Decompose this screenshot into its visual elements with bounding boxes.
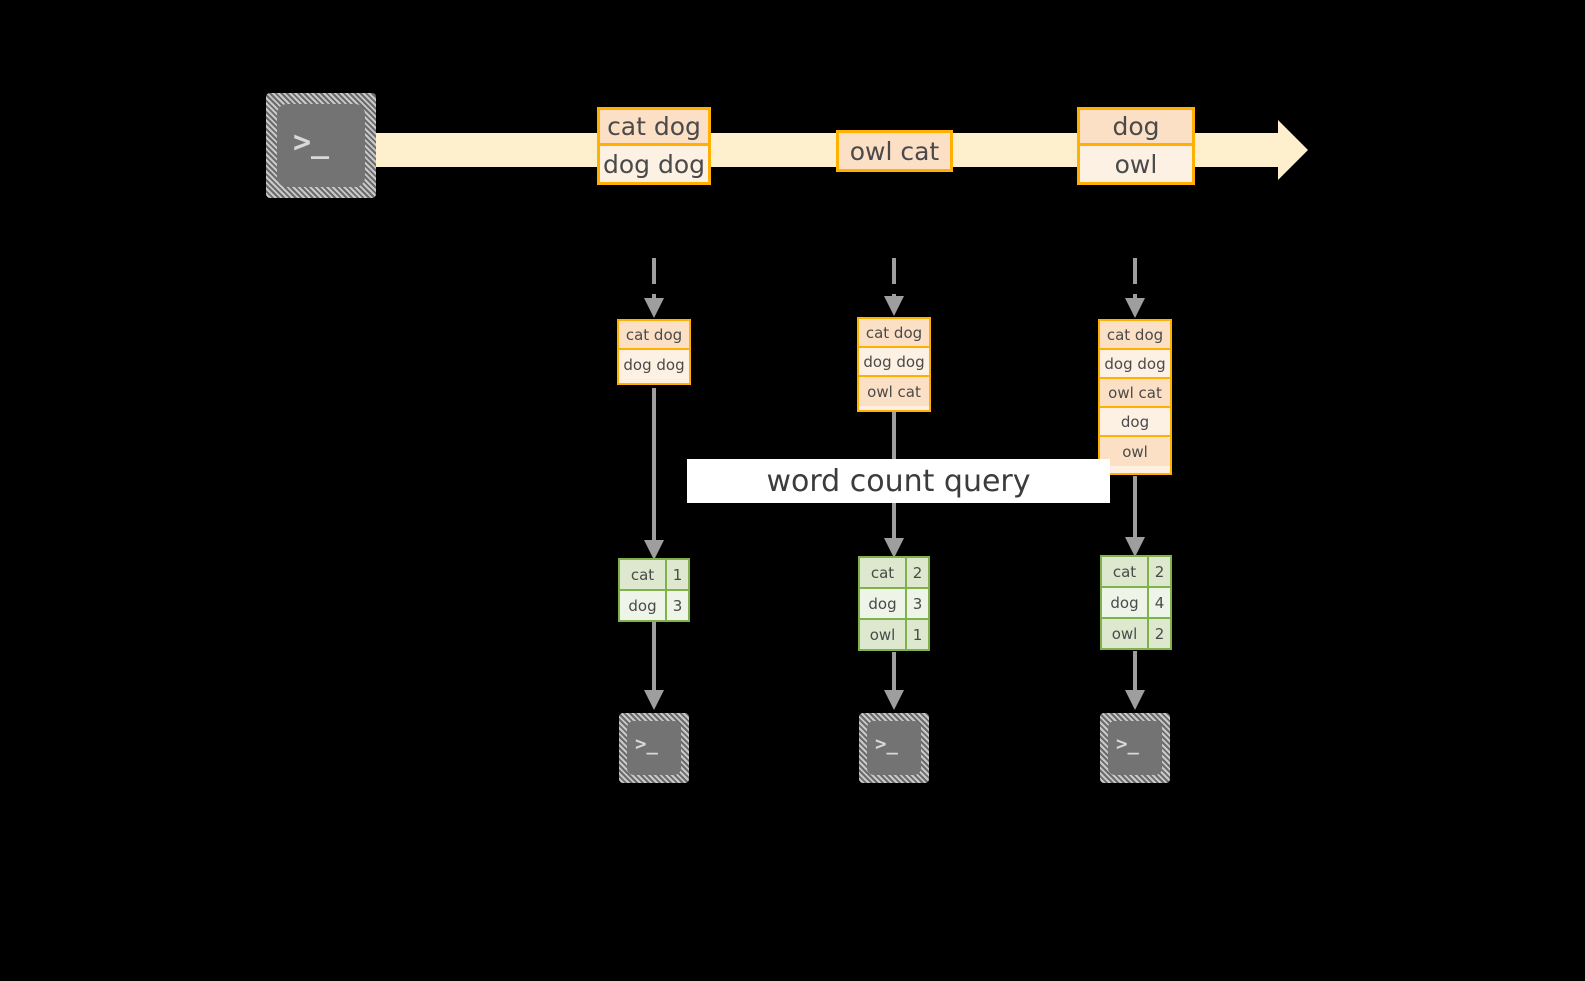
word-count-table-column-3[interactable]: cat 2 dog 4 owl 2 (1100, 555, 1172, 650)
accumulated-record: cat dog (1100, 321, 1170, 350)
terminal-prompt-icon: >_ (1116, 733, 1139, 755)
accumulated-record: dog dog (1100, 350, 1170, 379)
accumulated-record: cat dog (619, 321, 689, 350)
word-cell: dog (620, 591, 667, 620)
terminal-prompt-icon: >_ (635, 733, 658, 755)
table-row: dog 4 (1102, 588, 1170, 619)
table-row: dog 3 (620, 591, 688, 620)
accumulated-state-column-1[interactable]: cat dog dog dog (617, 319, 691, 385)
stream-record: dog (1080, 110, 1192, 146)
stream-record: owl cat (839, 133, 950, 169)
stream-batch-2[interactable]: owl cat (836, 130, 953, 172)
stream-record: cat dog (600, 110, 708, 146)
table-row: dog 3 (860, 589, 928, 620)
producer-terminal[interactable]: >_ (266, 93, 376, 198)
terminal-prompt-icon: >_ (293, 125, 330, 160)
query-label-text: word count query (766, 463, 1031, 499)
accumulated-record: dog dog (859, 348, 929, 377)
word-count-table-column-1[interactable]: cat 1 dog 3 (618, 558, 690, 622)
stream-batch-1[interactable]: cat dog dog dog (597, 107, 711, 185)
count-cell: 2 (1149, 557, 1170, 586)
table-row: cat 2 (1102, 557, 1170, 588)
terminal-screen: >_ (277, 104, 365, 187)
count-cell: 3 (907, 589, 928, 618)
accumulated-record: dog (1100, 408, 1170, 437)
stream-record: owl (1080, 146, 1192, 182)
word-count-table-column-2[interactable]: cat 2 dog 3 owl 1 (858, 556, 930, 651)
count-cell: 1 (667, 560, 688, 589)
accumulated-state-column-2[interactable]: cat dog dog dog owl cat (857, 317, 931, 412)
terminal-screen: >_ (867, 721, 921, 775)
terminal-screen: >_ (627, 721, 681, 775)
word-cell: dog (860, 589, 907, 618)
table-row: cat 1 (620, 560, 688, 591)
stream-batch-3[interactable]: dog owl (1077, 107, 1195, 185)
accumulated-record: owl cat (1100, 379, 1170, 408)
accumulated-record: owl cat (859, 377, 929, 406)
word-cell: cat (860, 558, 907, 587)
word-cell: cat (620, 560, 667, 589)
word-cell: owl (1102, 619, 1149, 648)
terminal-screen: >_ (1108, 721, 1162, 775)
count-cell: 4 (1149, 588, 1170, 617)
word-cell: cat (1102, 557, 1149, 586)
word-cell: dog (1102, 588, 1149, 617)
sink-terminal-column-3[interactable]: >_ (1100, 713, 1170, 783)
count-cell: 3 (667, 591, 688, 620)
count-cell: 2 (1149, 619, 1170, 648)
table-row: owl 2 (1102, 619, 1170, 648)
count-cell: 2 (907, 558, 928, 587)
sink-terminal-column-1[interactable]: >_ (619, 713, 689, 783)
stream-record: dog dog (600, 146, 708, 182)
count-cell: 1 (907, 620, 928, 649)
table-row: owl 1 (860, 620, 928, 649)
accumulated-record: owl (1100, 437, 1170, 466)
word-cell: owl (860, 620, 907, 649)
query-label: word count query (687, 459, 1110, 503)
accumulated-state-column-3[interactable]: cat dog dog dog owl cat dog owl (1098, 319, 1172, 475)
sink-terminal-column-2[interactable]: >_ (859, 713, 929, 783)
accumulated-record: cat dog (859, 319, 929, 348)
table-row: cat 2 (860, 558, 928, 589)
terminal-prompt-icon: >_ (875, 733, 898, 755)
accumulated-record: dog dog (619, 350, 689, 379)
